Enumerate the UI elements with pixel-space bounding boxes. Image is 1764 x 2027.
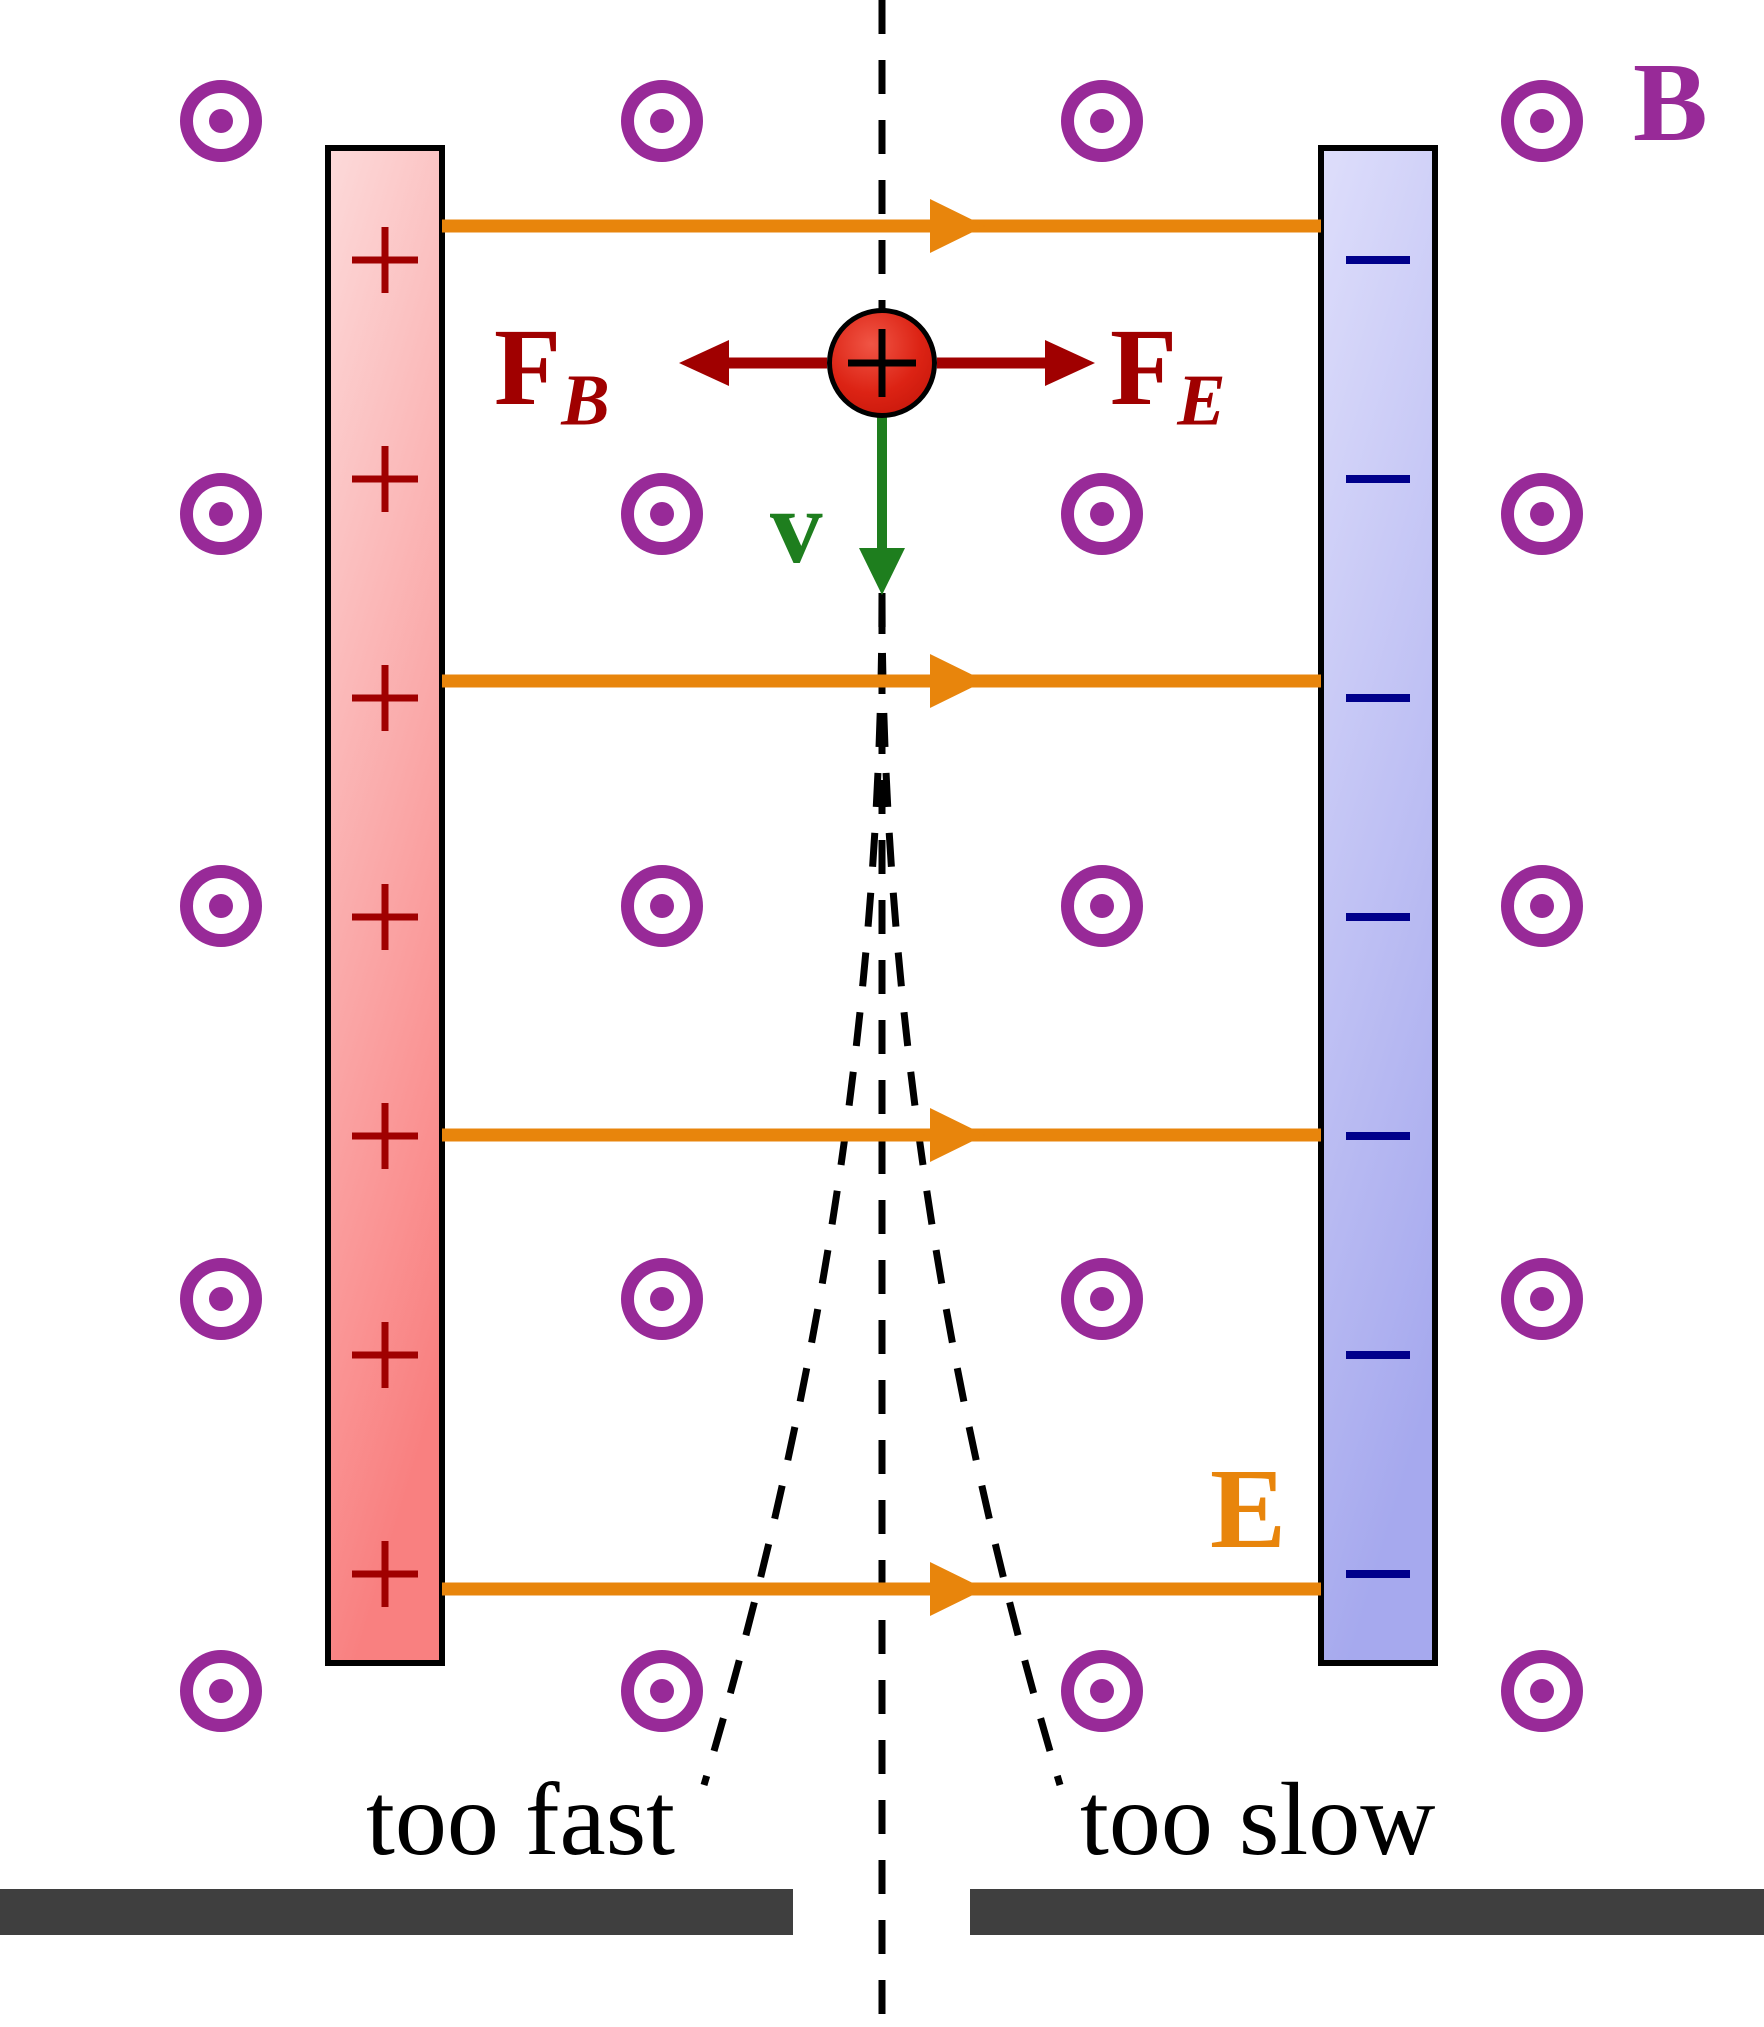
b-out-of-page-icon <box>1508 1265 1577 1334</box>
b-out-of-page-icon <box>1508 87 1577 156</box>
b-out-of-page-icon <box>187 87 256 156</box>
b-field-label: B <box>1633 41 1708 165</box>
electric-force-arrow <box>937 340 1095 386</box>
b-out-of-page-icon <box>1068 1657 1137 1726</box>
electric-force-label-main: F <box>1110 306 1178 428</box>
particle-plus-sign <box>848 329 916 397</box>
b-out-of-page-icon <box>1068 1265 1137 1334</box>
magnetic-force-label-main: F <box>494 306 562 428</box>
velocity-label: v <box>770 468 823 585</box>
velocity-arrow <box>859 416 905 595</box>
magnetic-force-arrow <box>679 340 827 386</box>
too-slow-label: too slow <box>1080 1762 1436 1877</box>
too-fast-label: too fast <box>366 1762 676 1877</box>
b-out-of-page-icon <box>187 480 256 549</box>
negative-plate <box>1318 145 1438 1666</box>
magnetic-force-label-sub: B <box>561 359 610 441</box>
b-out-of-page-icon <box>628 87 697 156</box>
b-out-of-page-icon <box>1068 87 1137 156</box>
b-out-of-page-icon <box>187 872 256 941</box>
charged-particle <box>827 308 937 418</box>
b-out-of-page-icon <box>187 1657 256 1726</box>
b-out-of-page-icon <box>1508 480 1577 549</box>
b-out-of-page-icon <box>1508 1657 1577 1726</box>
barrier-left <box>0 1889 793 1935</box>
b-out-of-page-icon <box>187 1265 256 1334</box>
too-slow-trajectory-curve <box>878 592 1064 1787</box>
electric-force-label-sub: E <box>1177 359 1226 441</box>
b-out-of-page-icon <box>1068 872 1137 941</box>
b-out-of-page-icon <box>628 480 697 549</box>
barrier-right <box>970 1889 1764 1935</box>
b-out-of-page-icon <box>1068 480 1137 549</box>
b-out-of-page-icon <box>628 1657 697 1726</box>
e-field-label: E <box>1210 1445 1287 1572</box>
b-out-of-page-icon <box>628 1265 697 1334</box>
too-fast-trajectory-curve <box>700 592 886 1787</box>
electric-force-label: FE <box>1110 312 1226 437</box>
b-out-of-page-icon <box>1508 872 1577 941</box>
magnetic-force-label: FB <box>494 312 610 437</box>
b-out-of-page-icon <box>628 872 697 941</box>
